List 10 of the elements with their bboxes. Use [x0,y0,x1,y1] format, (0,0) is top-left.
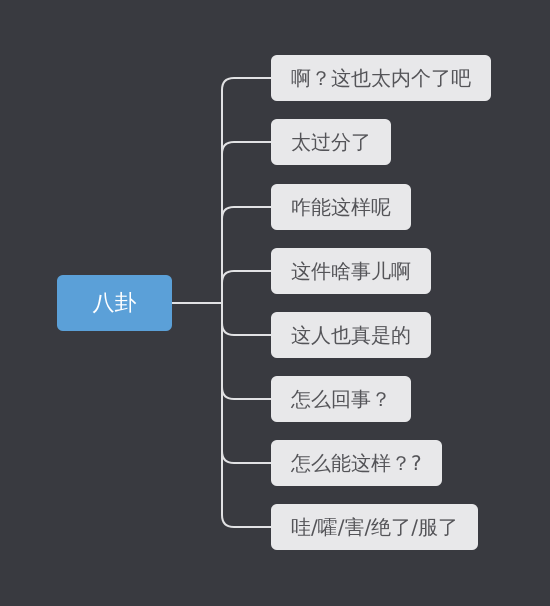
topic-box: 太过分了 [271,119,391,165]
topic-box: 怎么能这样？? [271,440,442,486]
topic-box: 啊？这也太内个了吧 [271,55,491,101]
connector-line [172,302,271,528]
topic-box: 这件啥事儿啊 [271,248,431,294]
central-topic-box: 八卦 [57,275,172,331]
topic-box: 怎么回事？ [271,376,411,422]
topic-box: 这人也真是的 [271,312,431,358]
topic-box: 哇/嚯/害/绝了/服了 [271,504,478,550]
topic-box: 咋能这样呢 [271,184,411,230]
